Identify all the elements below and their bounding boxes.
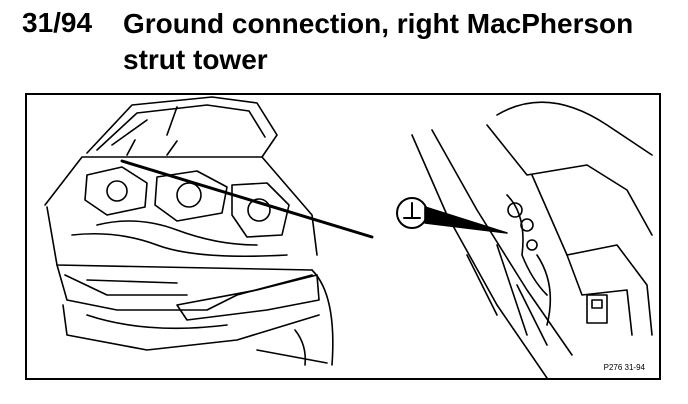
page-header: 31/94 Ground connection, right MacPherso… [22,6,682,78]
car-overview-drawing [44,96,374,366]
figure-reference: P276 31-94 [603,363,645,372]
page-title: Ground connection, right MacPherson stru… [123,8,634,75]
illustration-frame: P276 31-94 [25,93,661,380]
strut-tower-closeup-drawing [411,101,653,378]
engine-bay-illustration [44,96,653,378]
section-code: 31/94 [22,7,93,38]
ground-callout [396,197,508,234]
